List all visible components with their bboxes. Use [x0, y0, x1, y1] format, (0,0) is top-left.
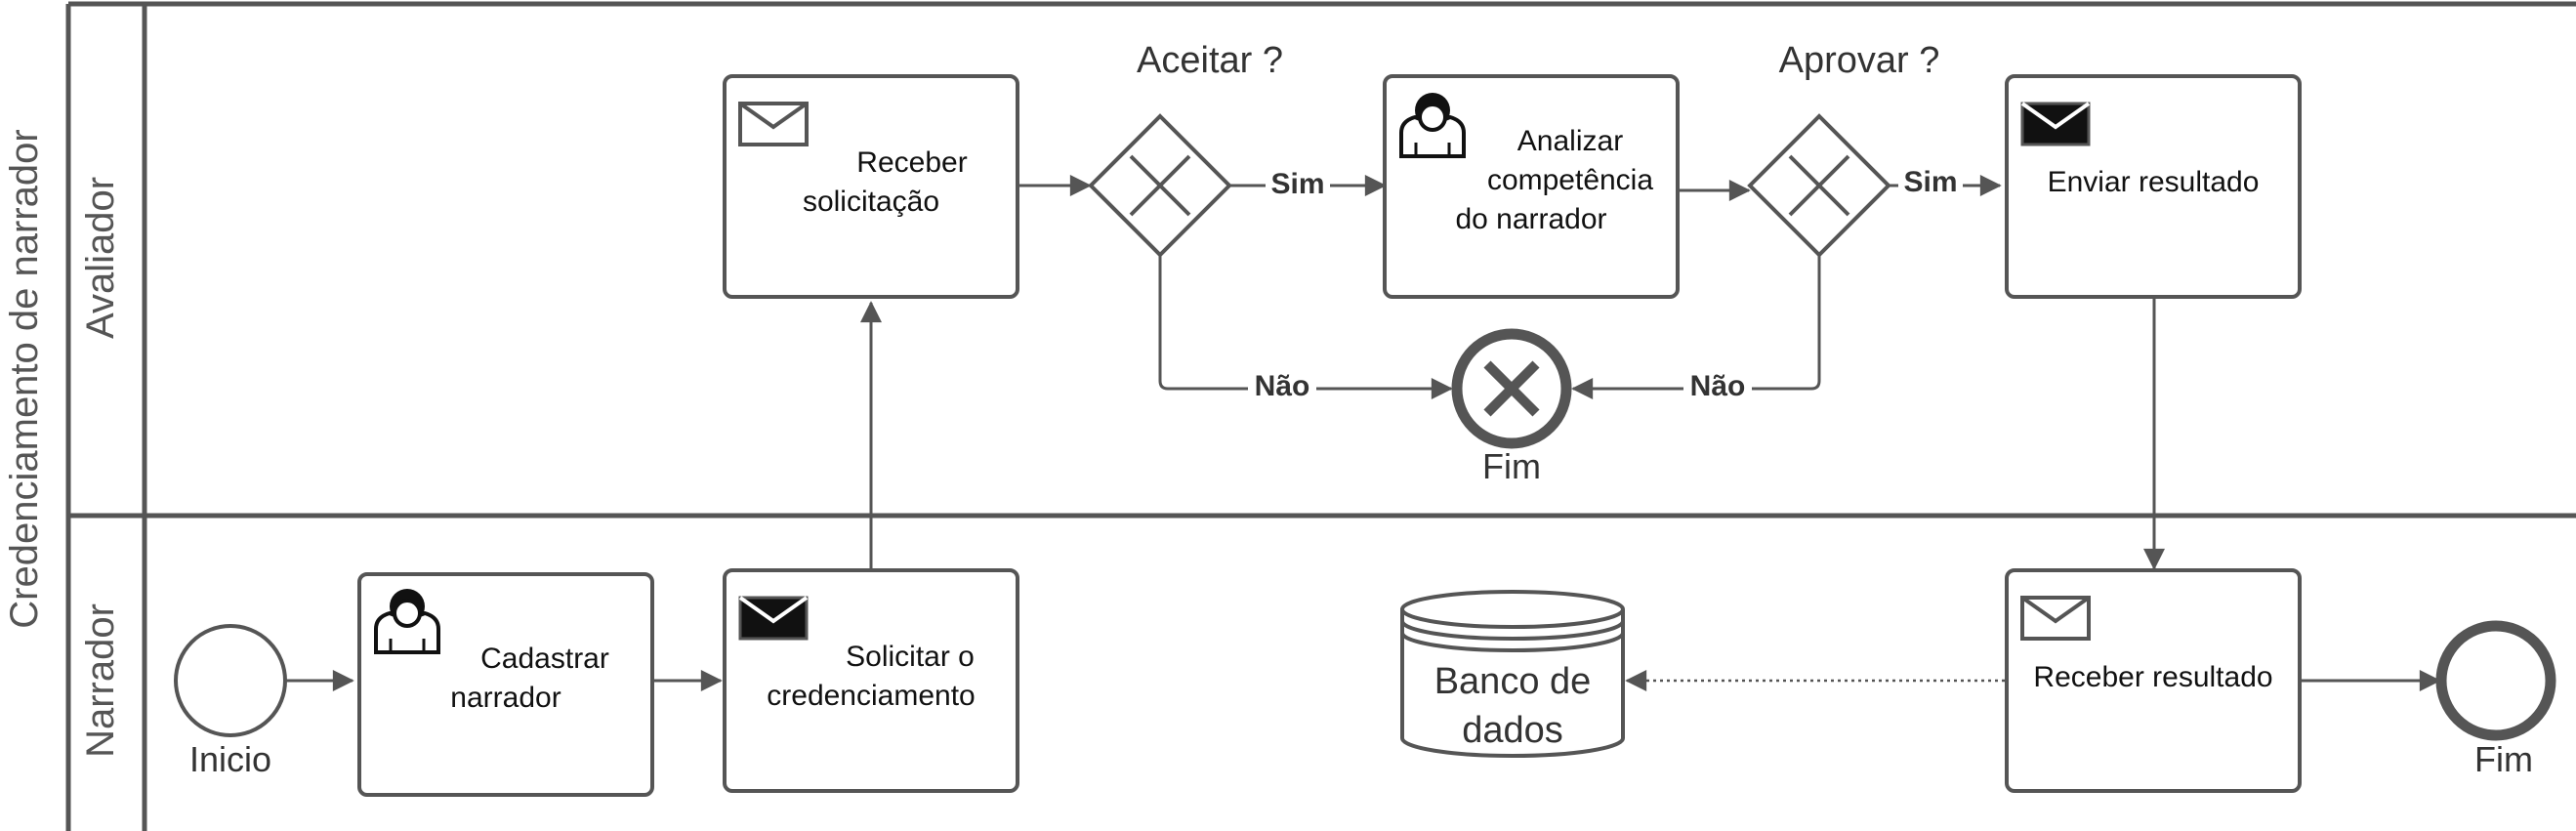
- gateway-label: Aprovar ?: [1779, 40, 1940, 81]
- pool-title: Credenciamento de narrador: [3, 129, 46, 628]
- edge-label-nao-1: Não: [1255, 370, 1310, 402]
- lane-title-narrador: Narrador: [79, 603, 122, 758]
- event-label: Inicio: [189, 739, 271, 779]
- gateway-aprovar[interactable]: Aprovar ?: [1747, 40, 1940, 258]
- task-analizar-competencia[interactable]: Analizar competência do narrador: [1383, 74, 1680, 299]
- exclusive-x-icon: [1788, 154, 1850, 217]
- start-event[interactable]: Inicio: [174, 624, 287, 779]
- task-cadastrar-narrador[interactable]: Cadastrar narrador: [357, 572, 654, 797]
- task-label-line-2: solicitação: [803, 186, 939, 218]
- lane-title-avaliador: Avaliador: [79, 177, 122, 339]
- edge-label-sim-1-group: Sim: [1266, 166, 1330, 205]
- cancel-end-event[interactable]: Fim: [1451, 328, 1572, 486]
- task-solicitar-credenciamento[interactable]: Solicitar o credenciamento: [723, 568, 1019, 793]
- gateway-aceitar[interactable]: Aceitar ?: [1088, 40, 1283, 258]
- task-label-line-1: Cadastrar: [480, 643, 609, 675]
- envelope-filled-icon: [2020, 102, 2091, 146]
- task-label-line-2: narrador: [450, 682, 561, 714]
- edge-label-nao-2-group: Não: [1683, 369, 1752, 408]
- data-store-label-line-1: Banco de: [1434, 661, 1592, 702]
- task-label: Enviar resultado: [2048, 166, 2260, 198]
- cancel-x-icon: [1483, 360, 1540, 417]
- event-label: Fim: [2474, 739, 2533, 779]
- data-store-banco-de-dados[interactable]: Banco de dados: [1400, 590, 1625, 758]
- envelope-outline-icon: [738, 102, 809, 146]
- flow-aprovar-nao: [1571, 256, 1821, 399]
- data-store-label-line-2: dados: [1462, 710, 1563, 751]
- task-label-line-1: Solicitar o: [846, 641, 975, 673]
- user-task-icon: [1399, 93, 1466, 158]
- edge-label-sim-1: Sim: [1270, 168, 1324, 200]
- task-label: Receber resultado: [2033, 661, 2272, 693]
- task-label-line-3: do narrador: [1455, 203, 1606, 235]
- edge-label-nao-2: Não: [1690, 370, 1746, 402]
- gateway-label: Aceitar ?: [1137, 40, 1283, 81]
- flow-aceitar-nao: [1158, 256, 1453, 399]
- task-label-line-1: Receber: [856, 146, 967, 179]
- edge-label-sim-2: Sim: [1903, 166, 1957, 198]
- task-receber-resultado[interactable]: Receber resultado: [2005, 568, 2302, 793]
- task-label-line-2: competência: [1487, 164, 1653, 196]
- edge-label-sim-2-group: Sim: [1898, 164, 1963, 203]
- exclusive-x-icon: [1129, 154, 1191, 217]
- user-task-icon: [374, 589, 440, 654]
- edge-label-nao-1-group: Não: [1248, 369, 1316, 408]
- envelope-filled-icon: [738, 596, 809, 641]
- pool-frame: [65, 1, 2576, 831]
- task-enviar-resultado[interactable]: Enviar resultado: [2005, 74, 2302, 299]
- event-label: Fim: [1482, 446, 1541, 486]
- task-label-line-2: credenciamento: [767, 680, 975, 712]
- end-event[interactable]: Fim: [2435, 620, 2556, 779]
- task-receber-solicitacao[interactable]: Receber solicitação: [723, 74, 1019, 299]
- envelope-outline-icon: [2020, 596, 2091, 641]
- task-label-line-1: Analizar: [1517, 125, 1623, 157]
